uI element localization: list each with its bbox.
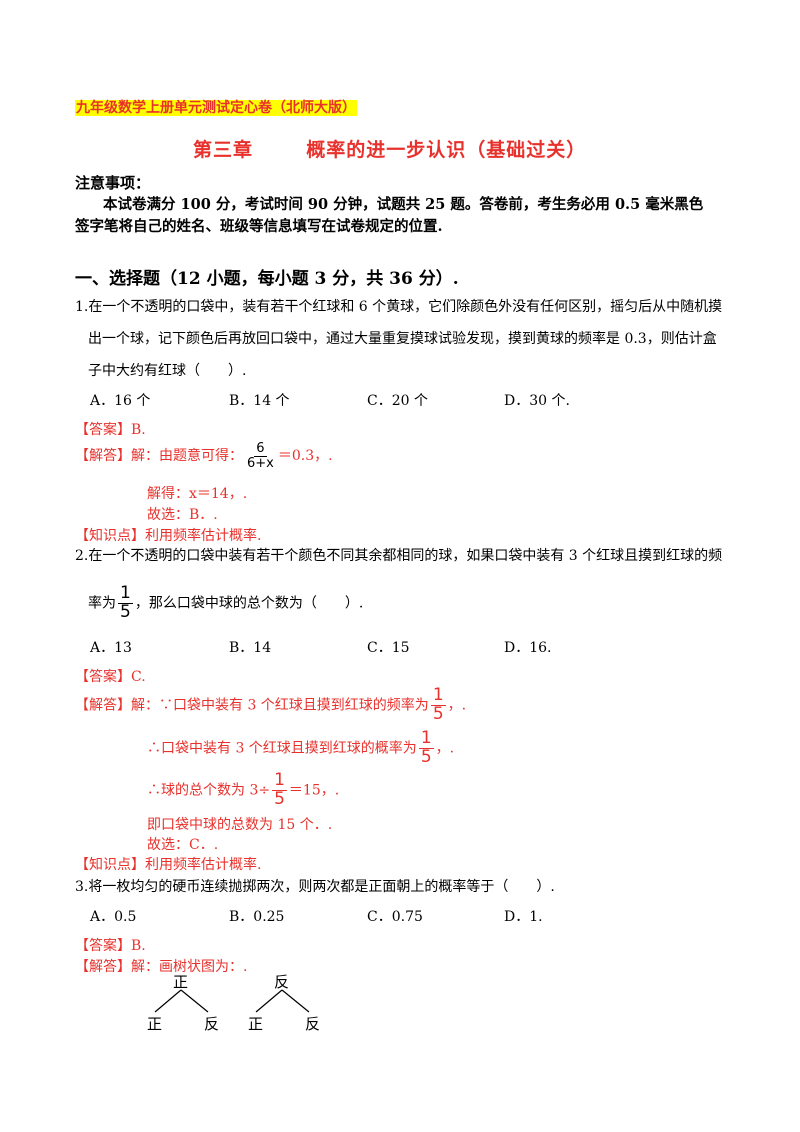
analysis-step-2-prefix: ∴口袋中装有 3 个红球且摸到红球的概率为 [147,740,417,757]
tree-root-1: 正 [173,973,189,991]
analysis-step-3-suffix: ＝15，. [288,782,340,799]
tree-leaf-4: 反 [305,1015,321,1033]
chapter-number: 第三章 [193,139,254,161]
banner-text: 九年级数学上册单元测试定心卷（北师大版） [75,100,357,116]
chapter-heading: 第三章 概率的进一步认识（基础过关） [193,135,586,162]
kp-tag: 【知识点】 [75,857,145,873]
analysis-tag: 【解答】 [75,959,131,975]
fraction-numerator: 1 [272,770,287,791]
fraction-numerator: 6 [254,441,267,457]
tree-root-2: 反 [274,973,290,991]
notice-heading: 注意事项： [75,174,151,192]
fraction-denominator: 5 [274,788,285,809]
fraction-denominator: 6+x [247,455,274,471]
q1-option-d: D．30 个. [504,393,570,409]
q1-line-3: 子中大约有红球（ ）. [88,363,247,379]
answer-tag: 【答案】 [75,669,131,685]
fraction-numerator: 1 [430,685,446,706]
analysis-tag: 【解答】 [75,697,131,714]
fraction-denominator: 5 [120,601,131,622]
q2-analysis-line-4: 即口袋中球的总数为 15 个．. [147,817,333,833]
q2-option-c: C．15 [367,640,410,656]
analysis-prefix: 解：由题意可得： [131,448,243,465]
fraction-denominator: 5 [420,746,432,767]
q2-knowledge-point: 【知识点】利用频率估计概率. [75,854,261,874]
q3-answer: 【答案】B. [75,935,146,955]
q1-option-c: C．20 个 [367,393,428,409]
fraction-numerator: 1 [118,583,133,604]
q3-line-1: 3.将一枚均匀的硬币连续抛掷两次，则两次都是正面朝上的概率等于（ ）. [75,879,555,895]
tree-branch-1-right [180,989,209,1013]
tree-leaf-3: 正 [248,1015,264,1033]
analysis-step-2-suffix: ，. [435,740,455,757]
q1-option-b: B．14 个 [229,393,290,409]
kp-tag: 【知识点】 [75,528,145,544]
q1-option-a: A．16 个 [90,393,151,409]
q2-line-2-suffix: ，那么口袋中球的总个数为（ ）. [134,595,364,612]
answer-value: B. [131,938,146,954]
q1-choose: 故选：B．. [147,507,218,523]
q1-line-1: 1.在一个不透明的口袋中，装有若干个红球和 6 个黄球，它们除颜色外没有任何区别… [75,299,723,315]
tree-leaf-2: 反 [204,1015,220,1033]
tree-leaf-1: 正 [147,1015,163,1033]
q3-option-b: B．0.25 [229,909,285,925]
q2-option-b: B．14 [229,640,272,656]
q1-answer: 【答案】B. [75,419,146,439]
banner: 九年级数学上册单元测试定心卷（北师大版） [75,97,357,117]
q2-answer: 【答案】C. [75,666,146,686]
q2-option-a: A．13 [90,640,132,656]
tree-branch-2-right [281,989,310,1013]
kp-text: 利用频率估计概率. [145,528,262,544]
q1-line-2: 出一个球，记下颜色后再放回口袋中，通过大量重复摸球试验发现，摸到黄球的频率是 0… [88,331,717,347]
answer-value: B. [131,422,146,438]
notice-line-1: 本试卷满分 100 分，考试时间 90 分钟，试题共 25 题。答卷前，考生务必… [103,196,704,213]
fraction-denominator: 5 [432,703,444,724]
analysis-step-3-prefix: ∴球的总个数为 3÷ [147,782,271,799]
q2-analysis-line-5: 故选：C．. [147,837,219,853]
q3-analysis: 【解答】解：画树状图为：. [75,956,247,976]
tree-branch-1-left [154,989,182,1013]
analysis-step-1-suffix: ，. [447,697,467,714]
q1-solve: 解得：x＝14，. [147,486,248,502]
q2-line-2-prefix: 率为 [88,595,116,612]
q3-option-c: C．0.75 [367,909,423,925]
q1-knowledge-point: 【知识点】利用频率估计概率. [75,525,261,545]
answer-value: C. [131,669,146,685]
analysis-tag: 【解答】 [75,448,131,465]
notice-line-2: 签字笔将自己的姓名、班级等信息填写在试卷规定的位置. [75,218,443,235]
fraction-numerator: 1 [418,728,434,749]
analysis-step-1-prefix: 解：∵口袋中装有 3 个红球且摸到红球的频率为 [131,697,429,714]
chapter-title: 概率的进一步认识（基础过关） [306,139,587,161]
q2-line-1: 2.在一个不透明的口袋中装有若干个颜色不同其余都相同的球，如果口袋中装有 3 个… [75,548,723,564]
analysis-text: 解：画树状图为：. [131,959,248,975]
q3-option-d: D．1. [504,909,543,925]
section-title: 一、选择题（12 小题，每小题 3 分，共 36 分）. [75,269,459,289]
answer-tag: 【答案】 [75,422,131,438]
q3-option-a: A．0.5 [90,909,137,925]
tree-branch-2-left [255,989,283,1013]
kp-text: 利用频率估计概率. [145,857,262,873]
q2-option-d: D．16. [504,640,552,656]
answer-tag: 【答案】 [75,938,131,954]
analysis-suffix: ＝0.3，. [277,448,333,465]
